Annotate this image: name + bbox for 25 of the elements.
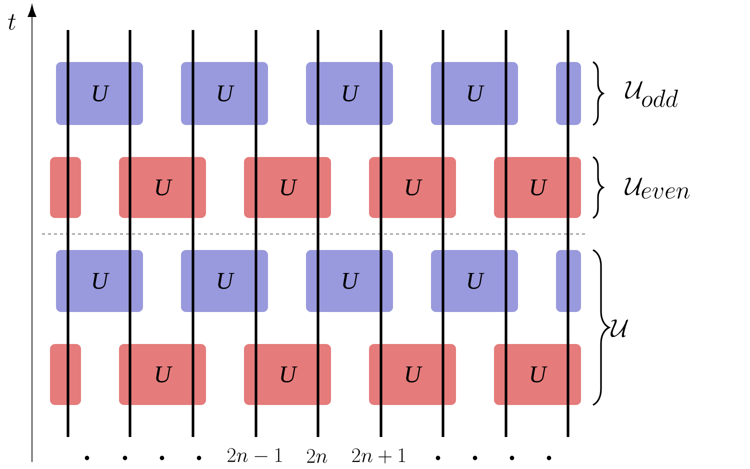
gate-box bbox=[50, 157, 81, 218]
site-label: $2n+1$ bbox=[352, 448, 406, 464]
gate-box: U bbox=[244, 157, 331, 218]
gate-box: U bbox=[431, 250, 518, 312]
set-label: $\mathcal{U}_{even}$ bbox=[624, 178, 690, 199]
gate-box: U bbox=[369, 344, 456, 405]
gate-box: U bbox=[369, 157, 456, 218]
site-label: $2n-1$ bbox=[228, 448, 282, 462]
gate-box bbox=[50, 344, 81, 405]
site-label: $2n$ bbox=[307, 448, 328, 463]
gate-box: U bbox=[306, 62, 393, 125]
gate-box: U bbox=[56, 250, 143, 312]
gate-box: U bbox=[181, 62, 268, 125]
set-label: $\mathcal{U}_{odd}$ bbox=[625, 81, 678, 108]
gate-box: U bbox=[494, 344, 581, 405]
gate-box: U bbox=[494, 157, 581, 218]
gate-box: U bbox=[244, 344, 331, 405]
gate-box: U bbox=[181, 250, 268, 312]
gate-box: U bbox=[119, 157, 206, 218]
gate-box: U bbox=[119, 344, 206, 405]
gate-box: U bbox=[431, 62, 518, 125]
gate-box: U bbox=[56, 62, 143, 125]
axis-label: $t$ bbox=[8, 14, 16, 30]
gate-box: U bbox=[306, 250, 393, 312]
set-label: $\mathcal{U}$ bbox=[610, 320, 628, 338]
